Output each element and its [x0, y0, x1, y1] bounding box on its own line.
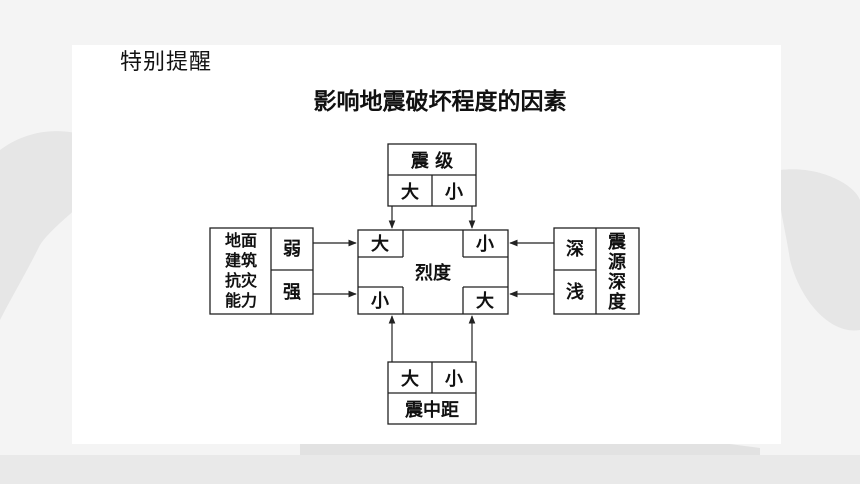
bottom-bar [0, 455, 860, 484]
center-bottom-left: 小 [371, 291, 389, 312]
resistance-label-line-1: 地面 [225, 231, 257, 250]
reminder-heading: 特别提醒 [120, 50, 213, 75]
center-bottom-right: 大 [476, 290, 494, 312]
depth-deep: 深 [566, 238, 584, 260]
magnitude-label: 震 级 [411, 150, 454, 172]
distance-big: 大 [401, 368, 419, 390]
center-top-right: 小 [476, 234, 494, 255]
depth-label-line-3: 深 [608, 271, 626, 293]
slide-panel [72, 45, 781, 444]
magnitude-big: 大 [401, 181, 419, 203]
depth-label-line-2: 源 [608, 251, 626, 273]
depth-label-line-1: 震 [608, 232, 627, 253]
resistance-strong: 强 [283, 282, 301, 303]
magnitude-small: 小 [445, 182, 463, 203]
diagram-title: 影响地震破坏程度的因素 [313, 89, 567, 115]
depth-shallow: 浅 [566, 281, 584, 303]
resistance-label-line-4: 能力 [225, 291, 257, 310]
center-intensity: 烈度 [415, 262, 452, 284]
distance-small: 小 [445, 369, 463, 390]
resistance-box [209, 227, 314, 315]
resistance-label-line-3: 抗灾 [225, 271, 258, 290]
resistance-label-line-2: 建筑 [225, 251, 257, 270]
resistance-weak: 弱 [283, 239, 301, 260]
depth-label-line-4: 度 [608, 291, 627, 313]
center-box [357, 229, 509, 315]
center-top-left: 大 [371, 233, 389, 255]
distance-label: 震中距 [405, 399, 459, 421]
